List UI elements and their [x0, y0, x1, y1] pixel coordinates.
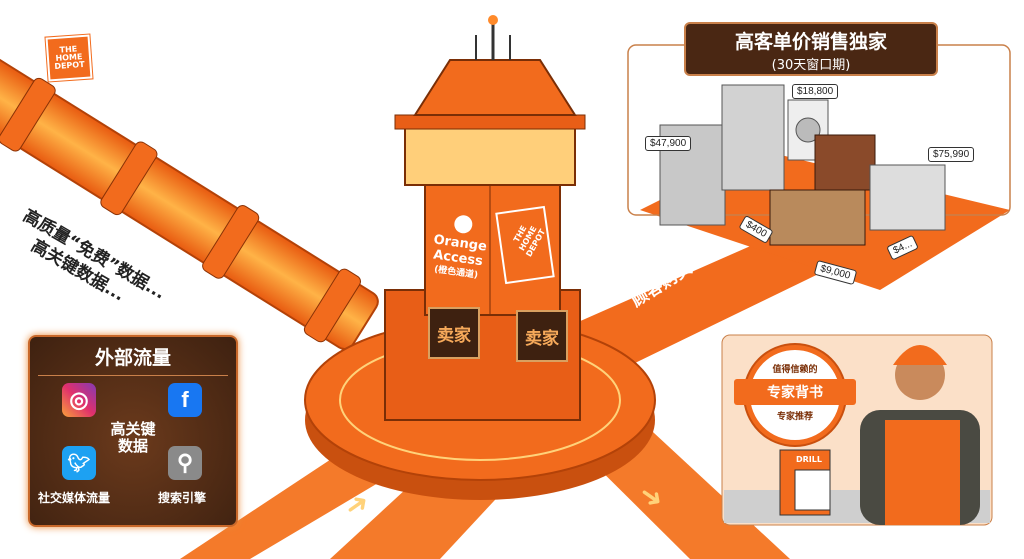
orange-access-sign: Orange Access (橙色通道) — [428, 211, 492, 284]
employee-figure — [860, 345, 980, 525]
key-data-line1: 高关键 — [110, 420, 156, 438]
key-data-label: 高关键 数据 — [100, 421, 166, 455]
twitter-icon: 🐦︎ — [62, 446, 96, 480]
expert-badge: 值得信赖的 专家背书 专家推荐 — [734, 345, 856, 445]
badge-main-text: 专家背书 — [734, 379, 856, 405]
home-depot-logo: THE HOME DEPOT — [45, 34, 93, 82]
price-tag: $47,900 — [645, 136, 692, 151]
seller-sign-left: 卖家 — [428, 307, 480, 359]
external-traffic-title: 外部流量 — [94, 347, 171, 369]
drill-box-label: DRILL — [796, 455, 822, 464]
external-traffic-panel: 外部流量 ◎ f 🐦︎ ⚲ 高关键 数据 社交媒体流量 搜索引擎 — [28, 335, 238, 527]
sales-panel-header: 高客单价销售独家 (30天窗口期) — [684, 22, 938, 76]
price-tag: $18,800 — [792, 84, 839, 99]
key-data-line2: 数据 — [117, 437, 148, 455]
price-tag: $75,990 — [928, 147, 975, 162]
badge-bottom-text: 专家推荐 — [776, 412, 813, 422]
data-pipe — [0, 52, 379, 350]
search-engine-label: 搜索引擎 — [158, 491, 207, 505]
sales-panel-title: 高客单价销售独家 — [734, 31, 887, 53]
drill-box — [779, 449, 831, 516]
sales-panel-subtitle: (30天窗口期) — [771, 58, 851, 73]
divider — [38, 375, 228, 376]
social-traffic-label: 社交媒体流量 — [38, 491, 111, 505]
orange-icon — [452, 214, 474, 235]
instagram-icon: ◎ — [62, 383, 96, 417]
facebook-icon: f — [168, 383, 202, 417]
search-icon: ⚲ — [168, 446, 202, 480]
seller-sign-right: 卖家 — [516, 310, 568, 362]
badge-top-text: 值得信赖的 — [772, 365, 818, 375]
